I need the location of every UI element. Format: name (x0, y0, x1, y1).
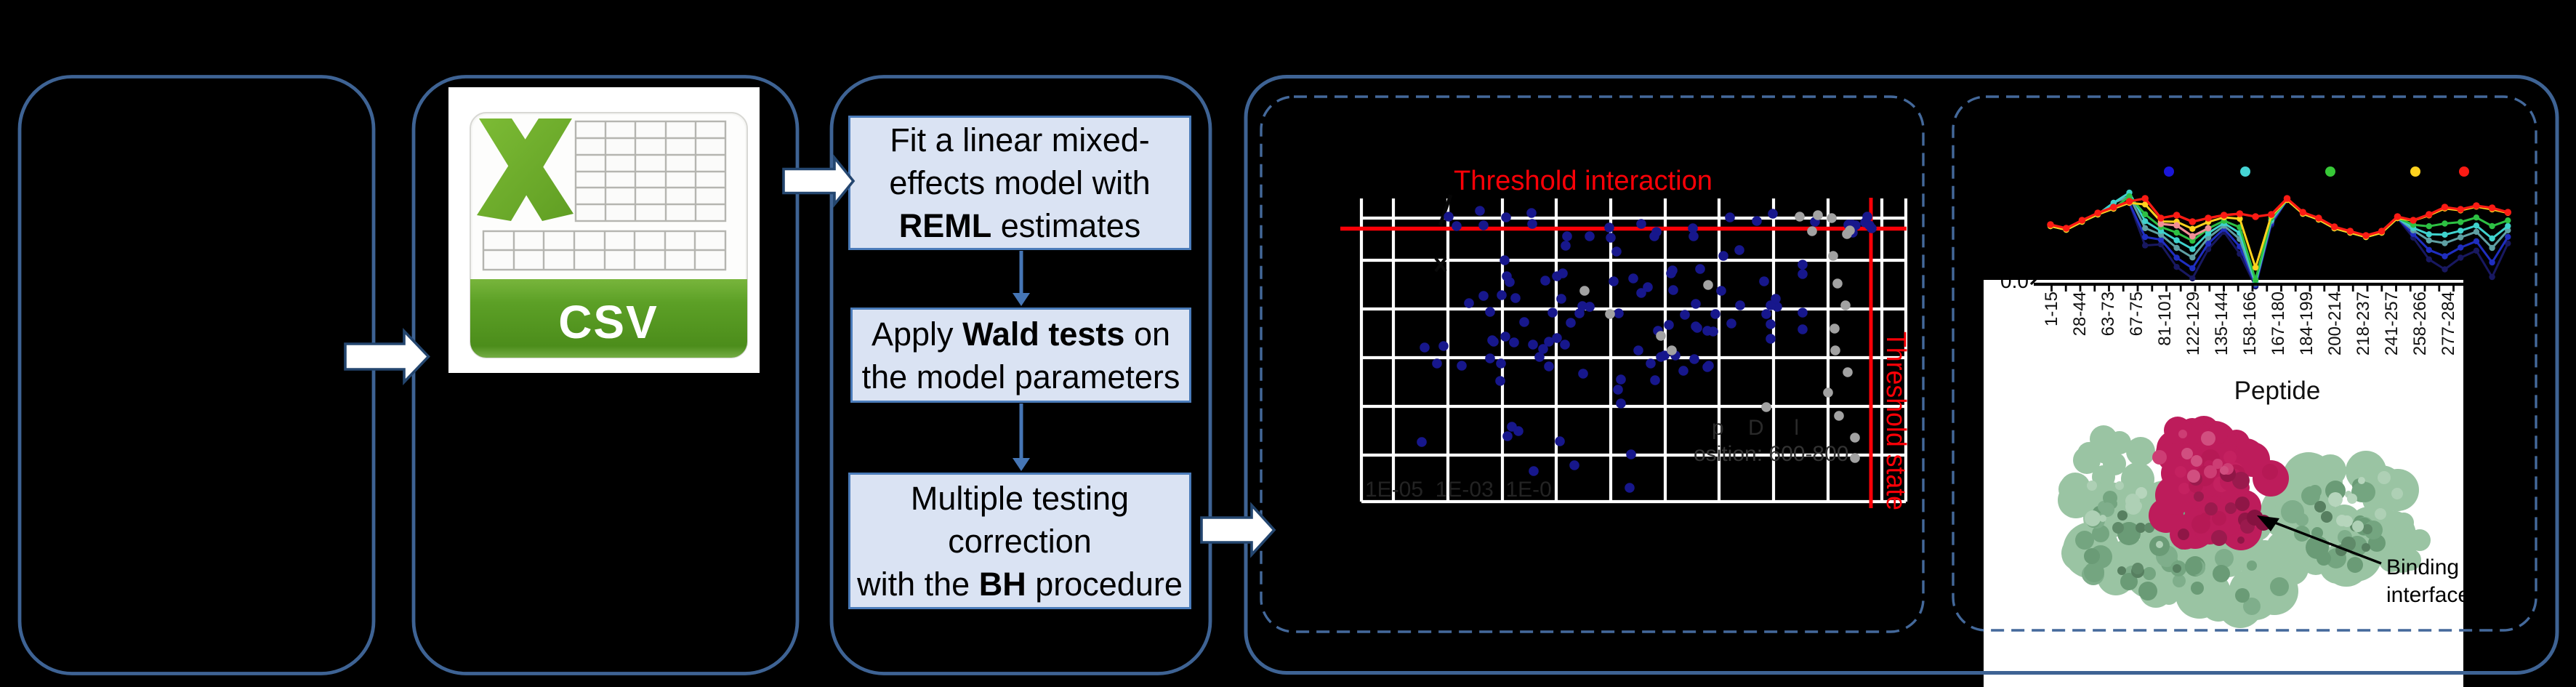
svg-text:167-180: 167-180 (2269, 292, 2288, 355)
svg-text:81-101: 81-101 (2155, 292, 2175, 346)
svg-text:258-266: 258-266 (2410, 292, 2430, 355)
svg-text:200-214: 200-214 (2325, 292, 2345, 355)
svg-text:158-166: 158-166 (2240, 292, 2260, 355)
svg-text:184-199: 184-199 (2297, 292, 2317, 355)
svg-text:osition: 600-800: osition: 600-800 (1694, 442, 1849, 466)
svg-text:67-75: 67-75 (2127, 292, 2146, 336)
svg-text:63-73: 63-73 (2098, 292, 2118, 336)
svg-text:Peptide: Peptide (2234, 377, 2321, 405)
svg-text:CSV: CSV (558, 296, 659, 348)
svg-text:218-237: 218-237 (2354, 292, 2373, 355)
svg-text:0.0: 0.0 (2000, 270, 2029, 292)
svg-text:1E-05 1E-03 1E-0: 1E-05 1E-03 1E-0 (1365, 478, 1552, 502)
svg-text:1-15: 1-15 (2042, 292, 2061, 326)
svg-text:interface: interface (2386, 583, 2470, 607)
svg-text:Threshold interaction: Threshold interaction (1454, 166, 1712, 196)
svg-text:241-257: 241-257 (2382, 292, 2402, 355)
svg-text:28-44: 28-44 (2070, 292, 2090, 336)
svg-text:277-284: 277-284 (2439, 292, 2458, 355)
svg-text:p D l: p D l (1712, 416, 1799, 440)
svg-text:Threshold state: Threshold state (1880, 332, 1911, 510)
svg-text:Binding: Binding (2386, 555, 2459, 579)
svg-text:135-144: 135-144 (2212, 292, 2231, 355)
svg-text:122-129: 122-129 (2183, 292, 2203, 355)
